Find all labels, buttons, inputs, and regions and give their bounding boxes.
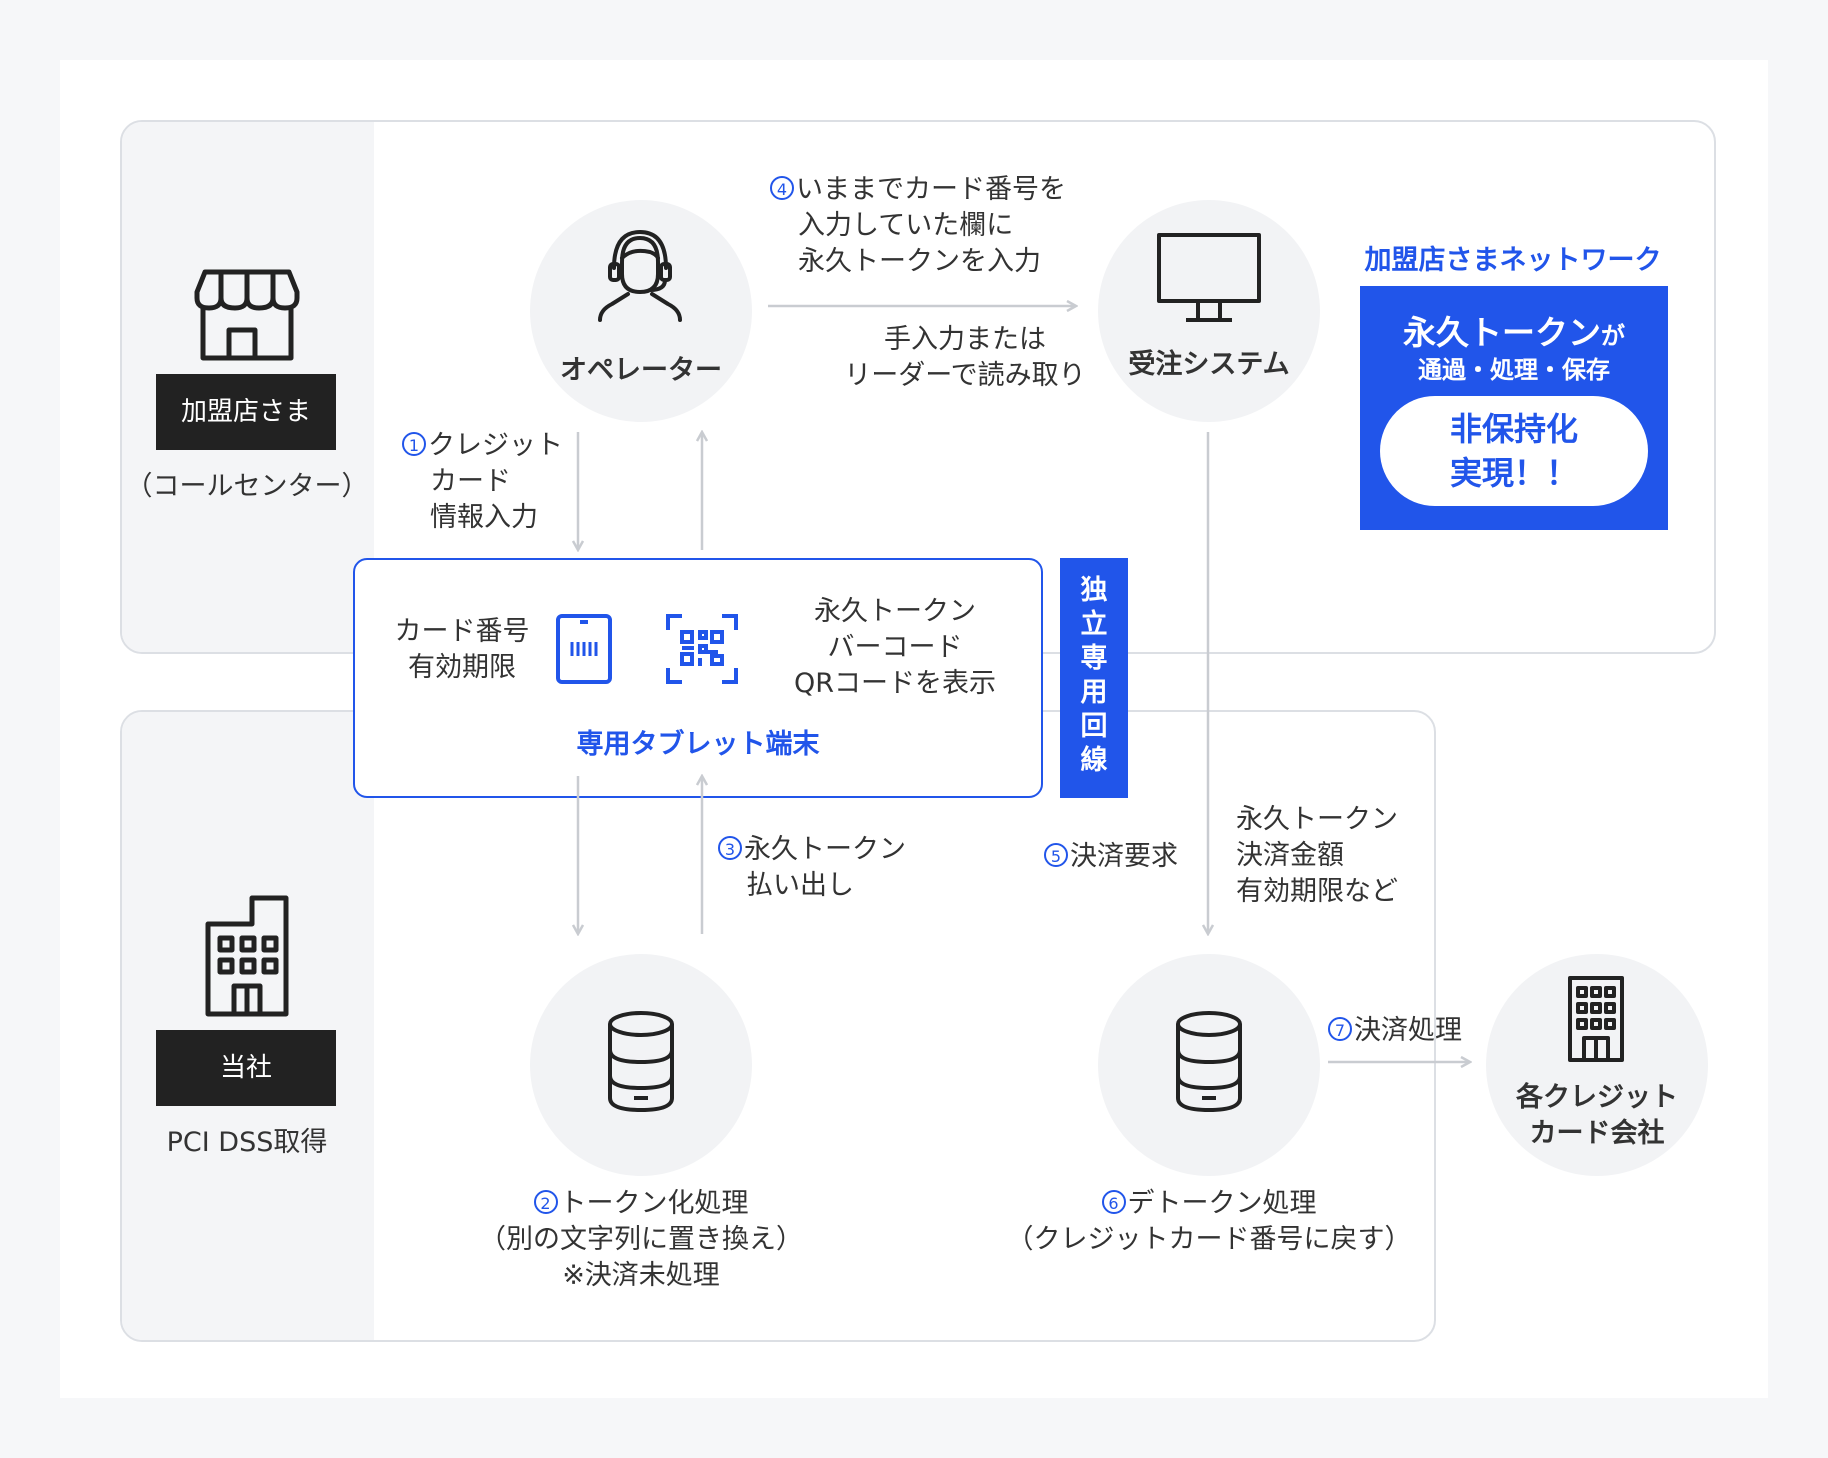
tablet-left-line: 有効期限	[408, 652, 516, 683]
tablet-left-text: カード番号 有効期限	[382, 614, 542, 686]
step4-line: 永久トークンを入力	[798, 246, 1041, 277]
step1-number: 1	[402, 432, 426, 456]
tablet-title: 専用タブレット端末	[576, 729, 820, 760]
tablet-right-line: バーコード	[827, 632, 963, 663]
dedicated-line-char: 回	[1080, 711, 1108, 742]
step6-number: 6	[1101, 1190, 1126, 1214]
network-box: 永久トークンが 通過・処理・保存 非保持化 実現！！	[1360, 286, 1668, 530]
storefront-icon	[194, 269, 300, 361]
step5-detail-line: 有効期限など	[1236, 876, 1398, 907]
detokenize-line: デトークン処理	[1127, 1188, 1317, 1219]
merchant-label-box: 加盟店さま	[156, 374, 336, 450]
step1-line: 情報入力	[430, 502, 538, 533]
card-company-line: 各クレジット	[1516, 1082, 1678, 1113]
card-reader-icon	[556, 614, 612, 684]
tokenize-node	[530, 954, 752, 1176]
office-building-icon	[205, 895, 289, 1017]
step5-label: 決済要求	[1070, 841, 1178, 872]
step1-line: クレジット	[428, 430, 563, 461]
step5-detail-line: 永久トークン	[1236, 804, 1398, 835]
step3-number: 3	[718, 836, 742, 860]
non-retention-pill: 非保持化 実現！！	[1380, 396, 1648, 506]
database-icon	[1176, 1011, 1242, 1113]
network-headline-main: 永久トークン	[1403, 313, 1601, 352]
operator-headset-icon	[598, 230, 682, 322]
operator-label: オペレーター	[560, 355, 722, 386]
dedicated-line-label: 独 立 専 用 回 線	[1060, 558, 1128, 798]
detokenize-node	[1098, 954, 1320, 1176]
tablet-right-text: 永久トークン バーコード QRコードを表示	[760, 594, 1030, 702]
company-side-column	[122, 712, 374, 1340]
step5-number: 5	[1044, 843, 1068, 867]
diagram-canvas: 加盟店さま （コールセンター） 当社 PCI DSS取得 オペレーター	[60, 60, 1768, 1398]
tokenize-line: トークン化処理	[559, 1188, 749, 1219]
card-company-line: カード会社	[1529, 1118, 1665, 1149]
step3-line: 永久トークン	[744, 834, 906, 865]
pill-line: 実現！！	[1449, 454, 1578, 492]
dedicated-line-char: 立	[1080, 609, 1108, 640]
company-label-box: 当社	[156, 1030, 336, 1106]
manual-input-text: 手入力または リーダーで読み取り	[800, 322, 1130, 394]
card-company-label: 各クレジット カード会社	[1486, 1080, 1708, 1152]
dedicated-line-char: 線	[1080, 745, 1108, 776]
tablet-right-line: QRコードを表示	[793, 668, 996, 699]
step1-line: カード	[430, 466, 511, 497]
tablet-terminal-box	[353, 558, 1043, 798]
step7-label: 決済処理	[1354, 1015, 1462, 1046]
step4-number: 4	[770, 176, 794, 200]
step4-line: 入力していた欄に	[798, 210, 1014, 241]
network-title: 加盟店さまネットワーク	[1364, 245, 1662, 276]
dedicated-line-char: 独	[1080, 575, 1108, 606]
detokenize-line: （クレジットカード番号に戻す）	[1006, 1224, 1412, 1255]
dedicated-line-char: 用	[1080, 677, 1108, 708]
order-system-label: 受注システム	[1128, 349, 1290, 380]
manual-line: リーダーで読み取り	[844, 360, 1086, 391]
database-icon	[608, 1011, 674, 1113]
dedicated-line-char: 専	[1080, 643, 1108, 674]
tablet-left-line: カード番号	[394, 616, 530, 647]
network-subline: 通過・処理・保存	[1418, 356, 1610, 384]
manual-line: 手入力または	[884, 324, 1046, 355]
step3-line: 払い出し	[746, 870, 854, 901]
tablet-right-line: 永久トークン	[814, 596, 976, 627]
network-headline: 永久トークンが	[1360, 306, 1668, 354]
pill-line: 非保持化	[1449, 410, 1578, 448]
step7-number: 7	[1328, 1017, 1352, 1041]
company-sublabel: PCI DSS取得	[166, 1127, 328, 1158]
monitor-icon	[1157, 233, 1261, 322]
step5-detail: 永久トークン 決済金額 有効期限など	[1236, 802, 1398, 910]
tokenize-line: ※決済未処理	[562, 1260, 720, 1291]
qr-code-icon	[666, 614, 738, 684]
card-company-node	[1486, 954, 1708, 1176]
step5-detail-line: 決済金額	[1236, 840, 1344, 871]
merchant-sublabel: （コールセンター）	[125, 471, 369, 502]
step2-number: 2	[533, 1190, 558, 1214]
step4-line: いままでカード番号を	[796, 174, 1066, 205]
flow-arrows	[60, 60, 1768, 1398]
tokenize-line: （別の文字列に置き換え）	[479, 1224, 803, 1255]
credit-company-building-icon	[1568, 976, 1624, 1062]
network-headline-suffix: が	[1601, 322, 1625, 350]
